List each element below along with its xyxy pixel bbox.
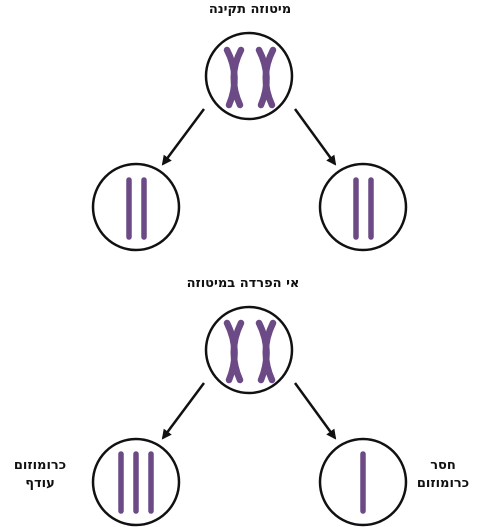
parent-cell-normal [204, 31, 294, 121]
normal-mitosis-title: מיטוזה תקינה [208, 2, 292, 17]
parent-cell-nondisjunction [204, 305, 294, 395]
arrow-normal-left [161, 108, 206, 166]
missing-chromosome-label-line1: חסר [430, 458, 456, 473]
daughter-cell-normal-left [91, 162, 181, 252]
missing-chromosome-label: חסר כרומוזום [403, 457, 483, 493]
arrow-normal-right [293, 108, 337, 166]
missing-chromosome-label-line2: כרומוזום [416, 476, 470, 491]
daughter-cell-normal-right [318, 162, 408, 252]
arrow-nondisjunction-left [161, 382, 206, 440]
extra-chromosome-label-line1: כרומוזום [13, 458, 67, 473]
nondisjunction-title: אי הפרדה במיטוזה [186, 276, 300, 291]
x-chromosome-nondisjunction-right [255, 319, 277, 384]
x-chromosome-normal-right [255, 46, 277, 109]
extra-chromosome-label-line2: עודף [25, 476, 55, 491]
arrow-nondisjunction-right [293, 382, 337, 440]
extra-chromosome-label: כרומוזום עודף [0, 457, 80, 493]
x-chromosome-nondisjunction-left [223, 319, 245, 384]
x-chromosome-normal-left [223, 46, 245, 109]
